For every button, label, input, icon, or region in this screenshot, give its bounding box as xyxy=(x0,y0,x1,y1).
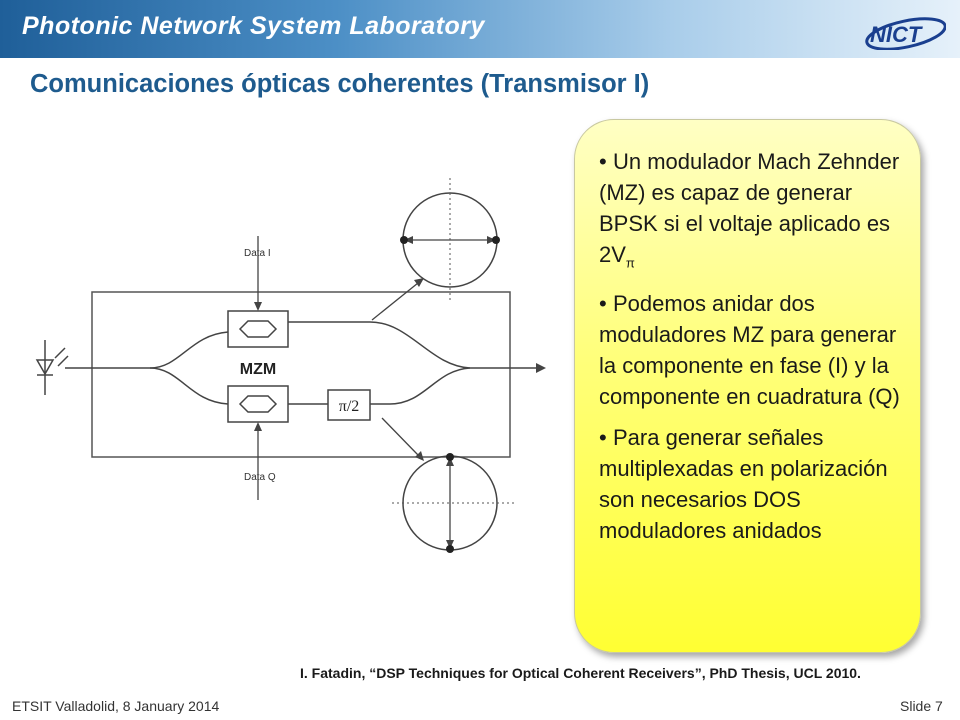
logo-swoosh xyxy=(865,17,946,50)
bullet-dot: • xyxy=(599,149,607,174)
laser-diode-icon xyxy=(35,340,69,395)
phase-shifter-box xyxy=(327,389,371,421)
bullet-callout-box: •Un modulador Mach Zehnder (MZ) es capaz… xyxy=(574,119,921,653)
bullet-dot: • xyxy=(599,425,607,451)
upper-callout-line xyxy=(371,282,419,321)
data-i-arrowhead xyxy=(254,302,262,311)
lab-title: Photonic Network System Laboratory xyxy=(22,12,485,40)
upper-callout-arrowhead xyxy=(414,278,424,287)
modulator-enclosure xyxy=(91,291,511,458)
data-i-label: Data I xyxy=(244,248,271,259)
logo-text: NICT xyxy=(870,22,923,47)
lower-mz-box xyxy=(227,385,289,423)
upper-mz-symbol xyxy=(238,320,278,338)
bullet-item: •Para generar señales multiplexadas en p… xyxy=(599,422,904,546)
constellation-q xyxy=(392,453,514,553)
citation: I. Fatadin, “DSP Techniques for Optical … xyxy=(300,665,861,681)
constellation-i xyxy=(400,178,500,302)
split-lower xyxy=(149,367,229,405)
footer-slide-number: Slide 7 xyxy=(900,698,943,714)
combine-lower xyxy=(389,367,471,405)
lower-mz-symbol xyxy=(238,395,278,413)
bullet-text: Para generar señales multiplexadas en po… xyxy=(599,425,888,544)
bullet-subscript: π xyxy=(625,255,635,271)
phase-label: π/2 xyxy=(339,398,360,415)
output-arrowhead xyxy=(536,363,546,373)
mzm-transmitter-diagram: MZM π/2 Data I Data Q xyxy=(35,178,546,553)
lower-callout-line xyxy=(381,417,419,456)
bullet-item: •Un modulador Mach Zehnder (MZ) es capaz… xyxy=(599,146,904,278)
combine-upper xyxy=(369,321,471,369)
bullet-text: Podemos anidar dos moduladores MZ para g… xyxy=(599,291,900,410)
upper-mz-box xyxy=(227,310,289,348)
header-bar: Photonic Network System Laboratory NICT xyxy=(0,0,960,58)
bullet-dot: • xyxy=(599,291,607,317)
data-q-label: Data Q xyxy=(244,472,276,483)
data-q-arrowhead xyxy=(254,422,262,431)
slide-title: Comunicaciones ópticas coherentes (Trans… xyxy=(30,70,650,98)
bullet-text: Un modulador Mach Zehnder (MZ) es capaz … xyxy=(599,149,900,267)
split-upper xyxy=(149,331,229,369)
nict-logo: NICT xyxy=(865,17,946,50)
bullet-list: •Un modulador Mach Zehnder (MZ) es capaz… xyxy=(599,146,904,556)
bullet-item: •Podemos anidar dos moduladores MZ para … xyxy=(599,288,904,412)
footer-event-date: ETSIT Valladolid, 8 January 2014 xyxy=(12,698,220,714)
mzm-label: MZM xyxy=(240,361,276,378)
lower-callout-arrowhead xyxy=(415,451,424,461)
